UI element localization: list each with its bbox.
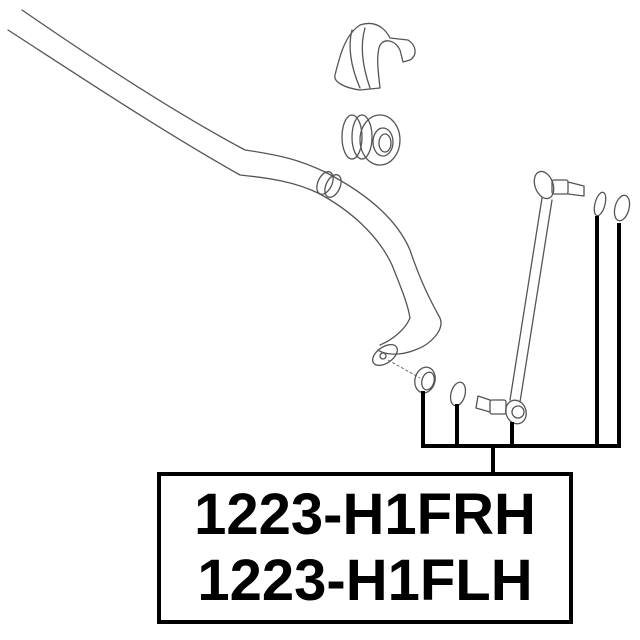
washers <box>414 191 631 407</box>
bushing-bracket <box>334 22 416 91</box>
part-number-right: 1223-H1FRH <box>194 482 536 547</box>
leader-lines <box>421 216 621 474</box>
bushing <box>341 114 401 166</box>
stabilizer-link <box>475 170 585 425</box>
part-number-box: 1223-H1FRH 1223-H1FLH <box>157 472 573 624</box>
stabilizer-bar <box>7 9 442 379</box>
part-number-left: 1223-H1FLH <box>197 548 533 613</box>
